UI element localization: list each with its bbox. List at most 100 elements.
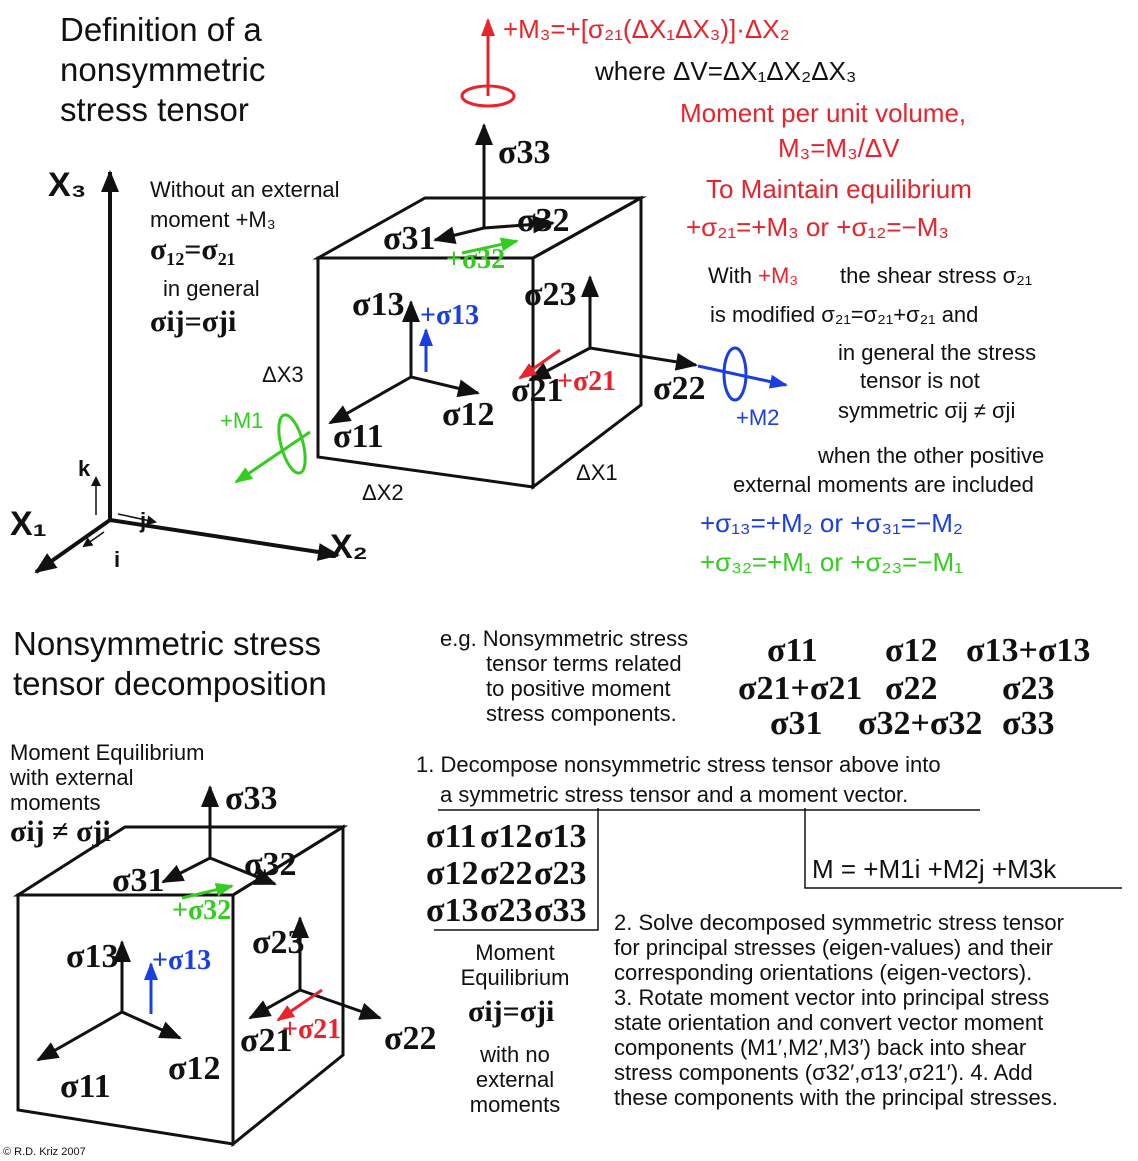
- sym-relation: σij=σji: [468, 995, 555, 1028]
- unit-k-label: k: [78, 456, 91, 481]
- bottom-title: Nonsymmetric stress tensor decomposition: [13, 624, 327, 704]
- sym-row-2: σ12: [426, 855, 479, 892]
- ne-line-1: with no: [480, 1042, 550, 1067]
- title-line-2: nonsymmetric: [60, 51, 266, 88]
- steps-text: 2. Solve decomposed symmetric stress ten…: [614, 910, 1064, 1110]
- axis-x1-label: X₁: [10, 505, 47, 543]
- volume-definition: where ΔV=ΔX₁ΔX₂ΔX₃: [595, 56, 857, 86]
- cube2-s23: σ23: [252, 924, 305, 961]
- step-line-2: for principal stresses (eigen-values) an…: [614, 935, 1053, 960]
- without-line-4: in general: [163, 276, 260, 301]
- matrix-r3c1: σ31: [770, 705, 823, 742]
- cube-bottom-moments: [144, 882, 323, 1022]
- cube2-p32: +σ32: [172, 895, 232, 926]
- moment-equilibrium-note: Moment Equilibrium with external moments: [10, 740, 204, 815]
- cube2-p13: +σ13: [152, 945, 212, 976]
- general-line-1: in general the stress: [838, 340, 1037, 365]
- ne-line-3: moments: [469, 1092, 561, 1117]
- me-line-2: with external: [10, 765, 134, 790]
- cube1-dx1: ΔX1: [576, 460, 618, 485]
- sym-row-1-c3: σ13: [534, 818, 587, 855]
- without-line-5: σij=σji: [150, 305, 237, 338]
- equilibrium-title: To Maintain equilibrium: [706, 174, 972, 204]
- sym-row-3-c3: σ33: [534, 892, 587, 929]
- matrix-r1c3: σ13+σ13: [966, 632, 1091, 669]
- matrix-r2c1: σ21+σ21: [738, 670, 863, 707]
- matrix-r3c3: σ33: [1002, 705, 1055, 742]
- matrix-r1c1: σ11: [767, 632, 818, 669]
- bottom-title-line-2: tensor decomposition: [13, 665, 327, 702]
- cube2-s33: σ33: [225, 780, 278, 817]
- cube1-s11: σ11: [333, 418, 384, 455]
- cube1-s31: σ31: [383, 220, 436, 257]
- eq-13: +σ₁₃=+M₂ or +σ₃₁=−M₂: [700, 508, 963, 538]
- cube1-s22: σ22: [653, 370, 706, 407]
- matrix-r2c2: σ22: [885, 670, 938, 707]
- cube-bottom: [12, 785, 382, 1148]
- cube2-s12: σ12: [168, 1050, 221, 1087]
- cube1-s33: σ33: [498, 134, 551, 171]
- title-line-3: stress tensor: [60, 91, 249, 128]
- axis-x2-label: X₂: [330, 528, 368, 566]
- eg-line-4: stress components.: [486, 701, 677, 726]
- eg-line-3: to positive moment: [486, 676, 671, 701]
- cube-top-moments: [234, 18, 788, 484]
- with-m3-label: With +M₃: [708, 263, 798, 289]
- sym-row-2-c2: σ22: [480, 855, 533, 892]
- shear-stress-line: the shear stress σ₂₁: [840, 263, 1033, 288]
- cube1-m1: +M1: [220, 408, 264, 433]
- sym-row-1-c2: σ12: [480, 818, 533, 855]
- step-line-3: corresponding orientations (eigen-vector…: [614, 960, 1033, 985]
- cube1-s13: σ13: [352, 286, 405, 323]
- cube2-s32: σ32: [244, 846, 297, 883]
- cube1-s23: σ23: [524, 276, 577, 313]
- moment-definition: +M₃=+[σ₂₁(ΔX₁ΔX₃)]·ΔX₂: [503, 14, 790, 44]
- top-title: Definition of a nonsymmetric stress tens…: [60, 10, 265, 130]
- cube2-s31: σ31: [112, 862, 165, 899]
- bottom-title-line-1: Nonsymmetric stress: [13, 625, 322, 662]
- with-m3-symbol: +M₃: [758, 263, 799, 288]
- other-line-2: external moments are included: [733, 472, 1034, 497]
- sym-row-2-c3: σ23: [534, 855, 587, 892]
- global-axes: [34, 170, 340, 574]
- general-line-2: tensor is not: [860, 368, 980, 393]
- other-line-1: when the other positive: [818, 443, 1045, 468]
- without-line-3: σ₁₂=σ₂₁: [150, 233, 236, 266]
- step-line-6: components (M1′,M2′,M3′) back into shear: [614, 1035, 1027, 1060]
- cube2-s22: σ22: [384, 1020, 437, 1057]
- cube1-p21: +σ21: [557, 366, 617, 397]
- per-unit-title: Moment per unit volume,: [680, 98, 967, 128]
- cube1-s21: σ21: [511, 372, 564, 409]
- general-line-3: symmetric σij ≠ σji: [838, 398, 1016, 423]
- moment-equilibrium-label: Moment Equilibrium: [455, 940, 575, 990]
- title-line-1: Definition of a: [60, 11, 262, 48]
- step-line-7: stress components (σ32′,σ13′,σ21′). 4. A…: [614, 1060, 1033, 1085]
- step1-line-2: a symmetric stress tensor and a moment v…: [440, 782, 909, 807]
- unit-i-label: i: [114, 547, 121, 572]
- nonsym-relation: σij ≠ σji: [10, 815, 111, 848]
- eg-note: e.g. Nonsymmetric stress tensor terms re…: [440, 626, 688, 726]
- matrix-r1c2: σ12: [885, 632, 938, 669]
- step1-line-1: 1. Decompose nonsymmetric stress tensor …: [416, 752, 941, 777]
- step-line-5: state orientation and convert vector mom…: [614, 1010, 1044, 1035]
- me-line-1: Moment Equilibrium: [10, 740, 205, 765]
- matrix-r3c2: σ32+σ32: [858, 705, 983, 742]
- cube1-s12: σ12: [442, 396, 495, 433]
- cube1-s32: σ32: [517, 202, 570, 239]
- with-word: With: [708, 263, 752, 288]
- matrix-r2c3: σ23: [1002, 670, 1055, 707]
- cube2-s11: σ11: [60, 1068, 111, 1105]
- sym-row-3: σ13: [426, 892, 479, 929]
- cube1-m2: +M2: [736, 405, 780, 430]
- equilibrium-equation: +σ₂₁=+M₃ or +σ₁₂=−M₃: [686, 212, 949, 242]
- sym-row-3-c2: σ23: [480, 892, 533, 929]
- per-unit-equation: M₃=M₃/ΔV: [778, 133, 900, 163]
- unit-j-label: j: [140, 508, 147, 533]
- copyright: © R.D. Kriz 2007: [3, 1146, 86, 1158]
- no-external-note: with no external moments: [455, 1042, 575, 1117]
- cube2-p21: +σ21: [282, 1014, 342, 1045]
- decomposition-brackets: [434, 808, 1122, 931]
- eq-32: +σ₃₂=+M₁ or +σ₂₃=−M₁: [700, 547, 963, 577]
